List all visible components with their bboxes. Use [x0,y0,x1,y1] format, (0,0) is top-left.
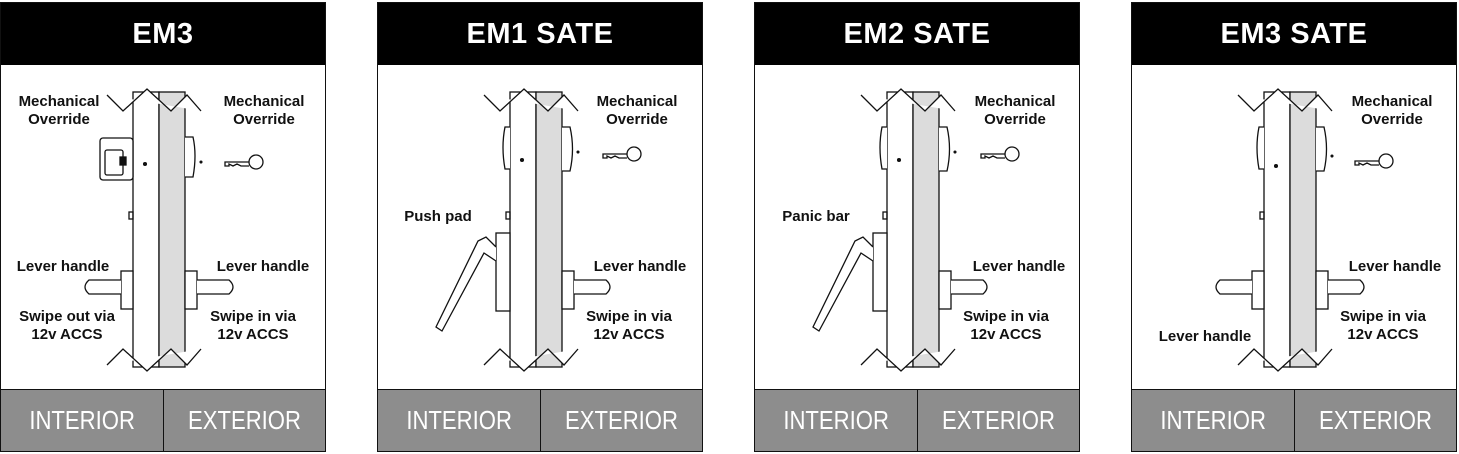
exterior-cylinder [1316,126,1328,172]
swipe-in-label: 12v ACCS [1347,326,1418,343]
interior-lever-handle [84,270,134,310]
exterior-handle-label: Lever handle [217,258,310,275]
door-exterior-face [912,91,940,368]
exterior-lever-handle [938,270,988,310]
swipe-out-label: Swipe out via [19,308,116,325]
exterior-cylinder [562,126,574,172]
door-interior-face [509,91,537,368]
swipe-in-label: 12v ACCS [970,326,1041,343]
exterior-side-label: EXTERIOR [1293,390,1456,451]
interior-handle-label: Lever handle [1159,328,1252,345]
push-pad-label: Push pad [404,208,472,225]
door-exterior-face [158,91,186,368]
panel-title: EM3 [1,3,325,65]
push-pad-device [435,232,511,332]
override-label: Mechanical [1352,93,1433,110]
panel-title: EM3 SATE [1132,3,1456,65]
exterior-handle-label: Lever handle [1349,258,1442,275]
interior-lock-body [1256,126,1264,170]
door-break-bottom [860,348,956,372]
override-label: Override [606,111,668,128]
swipe-in-label: Swipe in via [586,308,673,325]
override-label: Mechanical [19,93,100,110]
interior-lever-handle [1215,270,1265,310]
exterior-side-label: EXTERIOR [539,390,702,451]
door-break-bottom [106,348,202,372]
interior-lock-body [99,137,134,181]
panic-bar-device [812,232,888,332]
door-hardware-diagram: Mechanical Override Lever handle Lever h… [1159,88,1442,372]
exterior-lever-handle [184,270,234,310]
exterior-lever-handle [561,270,611,310]
panic-bar-label: Panic bar [782,208,850,225]
key-icon [980,146,1020,162]
interior-side-label: INTERIOR [1132,390,1294,451]
door-break-top [1237,88,1333,112]
swipe-in-label: Swipe in via [210,308,297,325]
swipe-in-label: Swipe in via [963,308,1050,325]
interior-side-label: INTERIOR [755,390,917,451]
exterior-side-label: EXTERIOR [162,390,325,451]
swipe-in-label: 12v ACCS [217,326,288,343]
exterior-cylinder [939,126,951,172]
override-label: Mechanical [975,93,1056,110]
panel-footer: INTERIOR EXTERIOR [755,389,1079,451]
swipe-in-label: 12v ACCS [593,326,664,343]
swipe-in-label: Swipe in via [1340,308,1427,325]
door-interior-face [132,91,160,368]
override-label: Override [1361,111,1423,128]
diagram-panel-em3: EM3 [0,2,326,452]
exterior-side-label: EXTERIOR [916,390,1079,451]
key-icon [224,154,264,170]
door-break-bottom [1237,348,1333,372]
diagram-panel-em1-sate: EM1 SATE Mechanical [377,2,703,452]
door-break-top [483,88,579,112]
panel-title: EM2 SATE [755,3,1079,65]
exterior-lever-handle [1315,270,1365,310]
diagram-panel-em2-sate: EM2 SATE Mechanical [754,2,1080,452]
override-label: Override [233,111,295,128]
interior-side-label: INTERIOR [378,390,540,451]
interior-side-label: INTERIOR [1,390,163,451]
key-icon [602,146,642,162]
interior-handle-label: Lever handle [17,258,110,275]
override-label: Override [28,111,90,128]
door-break-bottom [483,348,579,372]
panel-footer: INTERIOR EXTERIOR [1,389,325,451]
interior-lock-body [502,126,510,170]
interior-lock-body [879,126,887,170]
diagram-panel-em3-sate: EM3 SATE Mechanical [1131,2,1457,452]
override-label: Mechanical [597,93,678,110]
door-hardware-diagram: Mechanical Override Panic bar Lever hand… [782,88,1066,372]
panel-footer: INTERIOR EXTERIOR [378,389,702,451]
door-hardware-diagram: Mechanical Override Push pad Lever handl… [404,88,687,372]
door-exterior-face [535,91,563,368]
door-exterior-face [1289,91,1317,368]
exterior-cylinder [185,136,196,178]
override-label: Mechanical [224,93,305,110]
override-label: Override [984,111,1046,128]
exterior-handle-label: Lever handle [973,258,1066,275]
door-break-top [860,88,956,112]
door-interior-face [1263,91,1291,368]
swipe-out-label: 12v ACCS [31,326,102,343]
key-icon [1354,153,1394,169]
exterior-handle-label: Lever handle [594,258,687,275]
panel-title: EM1 SATE [378,3,702,65]
door-hardware-diagram: Mechanical Override Mechanical Override … [17,88,310,372]
door-interior-face [886,91,914,368]
door-break-top [106,88,202,112]
panel-footer: INTERIOR EXTERIOR [1132,389,1456,451]
